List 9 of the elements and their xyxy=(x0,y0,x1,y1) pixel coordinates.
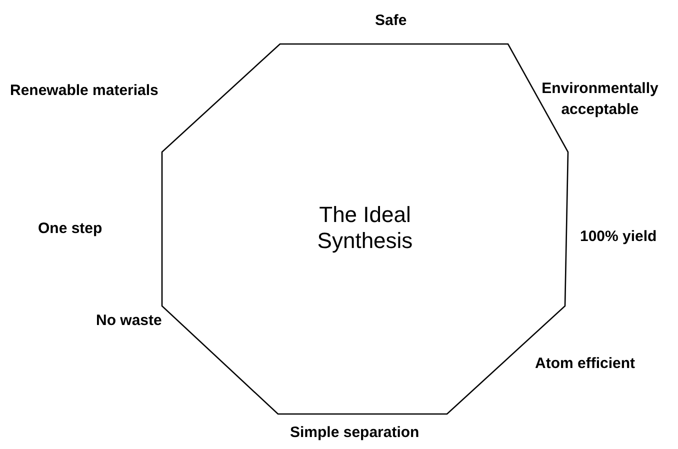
property-label: Safe xyxy=(375,12,407,29)
property-label: Renewable materials xyxy=(10,82,158,99)
property-label: 100% yield xyxy=(580,228,657,245)
center-title: The Ideal Synthesis xyxy=(316,202,414,254)
property-label: Atom efficient xyxy=(535,355,636,372)
property-label: Simple separation xyxy=(290,424,420,441)
property-label: One step xyxy=(38,220,102,237)
property-label: Environmentally acceptable xyxy=(540,79,660,120)
property-label: No waste xyxy=(96,312,162,329)
